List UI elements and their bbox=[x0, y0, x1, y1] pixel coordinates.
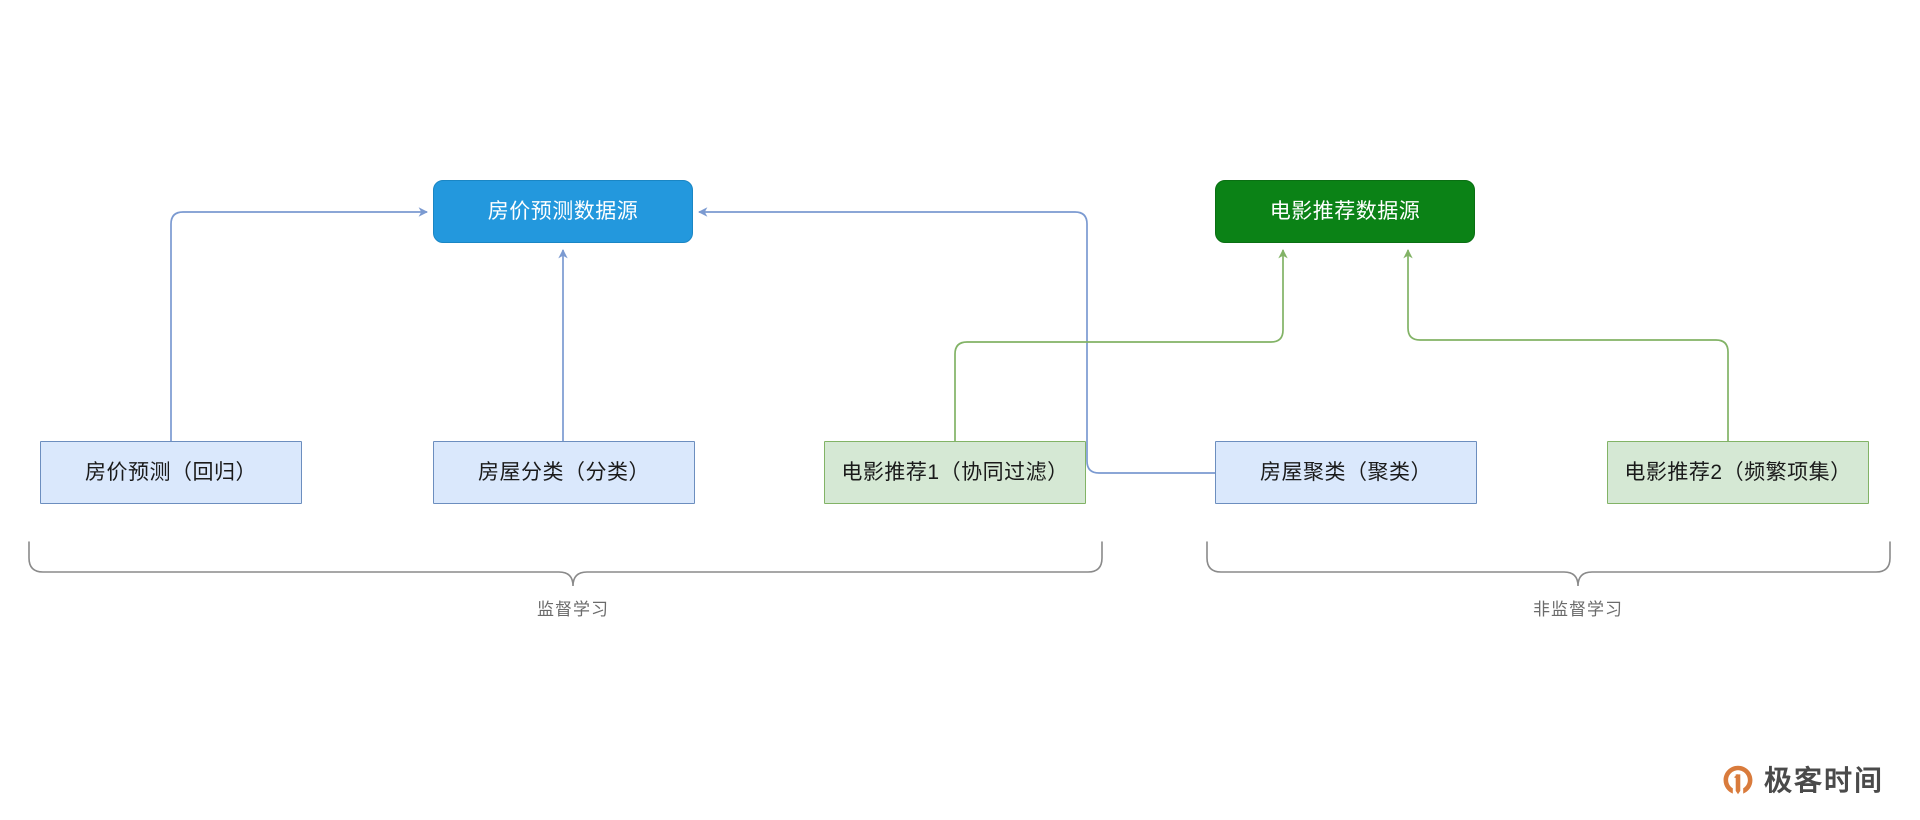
node-movie-rec-source-label: 电影推荐数据源 bbox=[1269, 199, 1421, 223]
node-movie-rec-1[interactable]: 电影推荐1（协同过滤） bbox=[824, 441, 1086, 504]
edge-clustering-to-house-source bbox=[697, 207, 1215, 474]
node-house-price-source-label: 房价预测数据源 bbox=[487, 199, 639, 223]
edge-regression-to-house-source bbox=[170, 207, 429, 441]
group-label-supervised: 监督学习 bbox=[537, 600, 609, 619]
group-label-unsupervised: 非监督学习 bbox=[1533, 600, 1623, 619]
bracket-unsupervised bbox=[1206, 541, 1891, 587]
node-house-price-source[interactable]: 房价预测数据源 bbox=[433, 180, 693, 243]
edge-movierec2-to-movie-source bbox=[1403, 248, 1729, 441]
node-house-classification-label: 房屋分类（分类） bbox=[478, 460, 650, 484]
node-movie-rec-source[interactable]: 电影推荐数据源 bbox=[1215, 180, 1475, 243]
brand-watermark-label: 极客时间 bbox=[1763, 765, 1884, 796]
brand-watermark: 极客时间 bbox=[1721, 764, 1884, 798]
edge-movierec1-to-movie-source bbox=[954, 248, 1288, 441]
node-house-clustering-label: 房屋聚类（聚类） bbox=[1260, 460, 1432, 484]
geek-time-logo-icon bbox=[1723, 765, 1753, 795]
bracket-supervised bbox=[28, 541, 1103, 587]
node-house-clustering[interactable]: 房屋聚类（聚类） bbox=[1215, 441, 1477, 504]
node-house-classification[interactable]: 房屋分类（分类） bbox=[433, 441, 695, 504]
node-movie-rec-1-label: 电影推荐1（协同过滤） bbox=[841, 460, 1069, 484]
node-movie-rec-2-label: 电影推荐2（频繁项集） bbox=[1624, 460, 1852, 484]
node-house-price-regression[interactable]: 房价预测（回归） bbox=[40, 441, 302, 504]
node-house-price-regression-label: 房价预测（回归） bbox=[85, 460, 257, 484]
node-movie-rec-2[interactable]: 电影推荐2（频繁项集） bbox=[1607, 441, 1869, 504]
